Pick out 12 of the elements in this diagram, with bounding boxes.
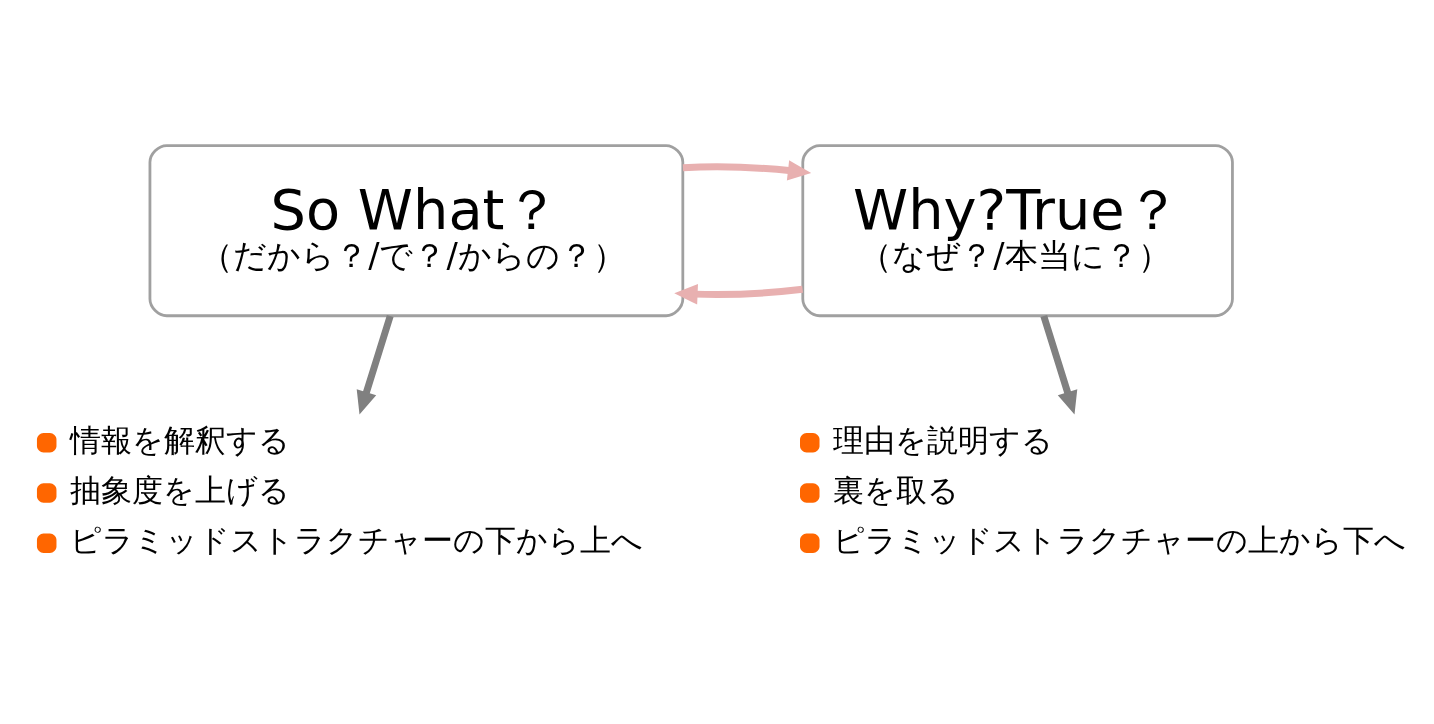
node-box: Why?True？ （なぜ？/本当に？）: [801, 143, 1234, 317]
arrow: [674, 283, 803, 304]
arrow: [356, 314, 394, 414]
node-label: 情報を解釈する: [70, 422, 291, 458]
node-label: ピラミッドストラクチャーの下から上へ: [70, 522, 644, 558]
arrow: [1040, 314, 1078, 414]
node-label: 抽象度を上げる: [70, 472, 291, 508]
node-box: So What？ （だから？/で？/からの？）: [148, 143, 685, 317]
node-label: 理由を説明する: [833, 422, 1054, 458]
node-label: 裏を取る: [833, 472, 960, 508]
node-label: ピラミッドストラクチャーの上から下へ: [833, 522, 1407, 558]
arrow: [682, 159, 812, 181]
